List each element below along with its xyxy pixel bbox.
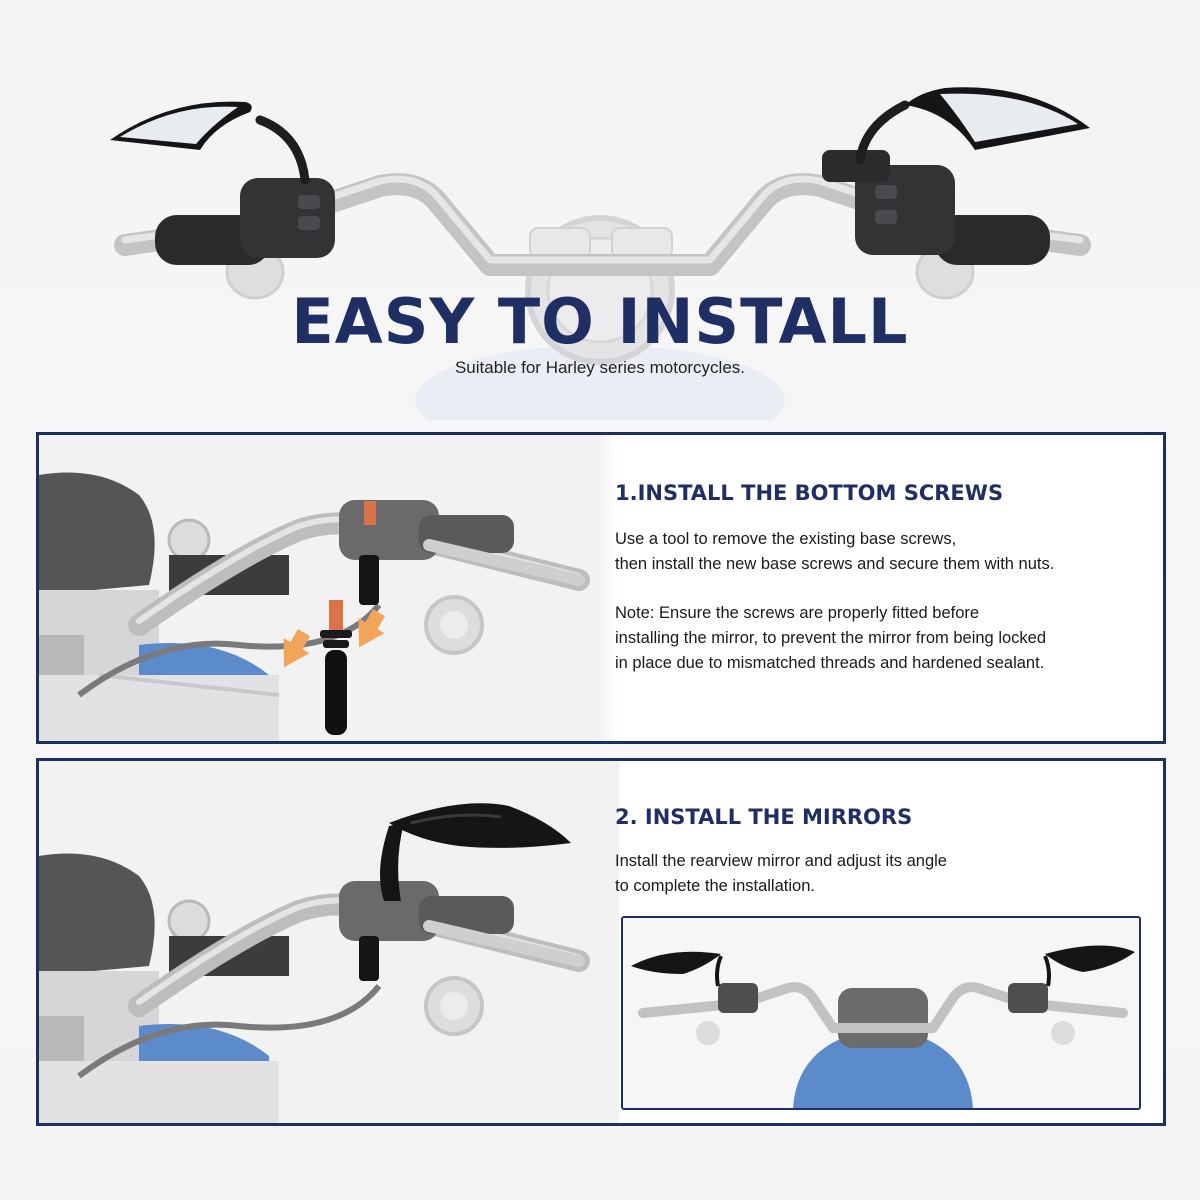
step-2-photo xyxy=(39,761,619,1123)
step-1-description: Use a tool to remove the existing base s… xyxy=(615,527,1155,577)
step-1-line: then install the new base screws and sec… xyxy=(615,555,1055,573)
installed-view-illustration xyxy=(623,918,1139,1108)
step-1-photo xyxy=(39,435,619,741)
arrow-up-icon xyxy=(283,629,311,668)
page-subtitle: Suitable for Harley series motorcycles. xyxy=(454,358,746,377)
note-line: in place due to mismatched threads and h… xyxy=(615,654,1045,672)
note-line: Note: Ensure the screws are properly fit… xyxy=(615,604,980,622)
mirror-icon xyxy=(1043,945,1135,987)
mirror-icon xyxy=(631,951,723,987)
note-line: installing the mirror, to prevent the mi… xyxy=(615,629,1047,647)
step-2-line: Install the rearview mirror and adjust i… xyxy=(615,852,947,870)
hero-section: EASY TO INSTALL Suitable for Harley seri… xyxy=(0,0,1200,420)
step-1-line: Use a tool to remove the existing base s… xyxy=(615,530,957,548)
installed-mirrors-photo xyxy=(621,916,1141,1110)
step-2-description: Install the rearview mirror and adjust i… xyxy=(615,849,1155,899)
arrow-up-icon xyxy=(358,609,386,648)
handlebar-illustration xyxy=(110,87,1091,420)
step-1-panel: 1.INSTALL THE BOTTOM SCREWS Use a tool t… xyxy=(36,432,1166,744)
page-title: EASY TO INSTALL xyxy=(291,285,909,358)
step-2-panel: 2. INSTALL THE MIRRORS Install the rearv… xyxy=(36,758,1166,1126)
step-1-title: 1.INSTALL THE BOTTOM SCREWS xyxy=(615,481,1004,505)
step-2-title: 2. INSTALL THE MIRRORS xyxy=(615,805,913,829)
step-2-line: to complete the installation. xyxy=(615,877,815,895)
mirror-icon xyxy=(380,803,571,901)
step-1-note: Note: Ensure the screws are properly fit… xyxy=(615,601,1155,676)
